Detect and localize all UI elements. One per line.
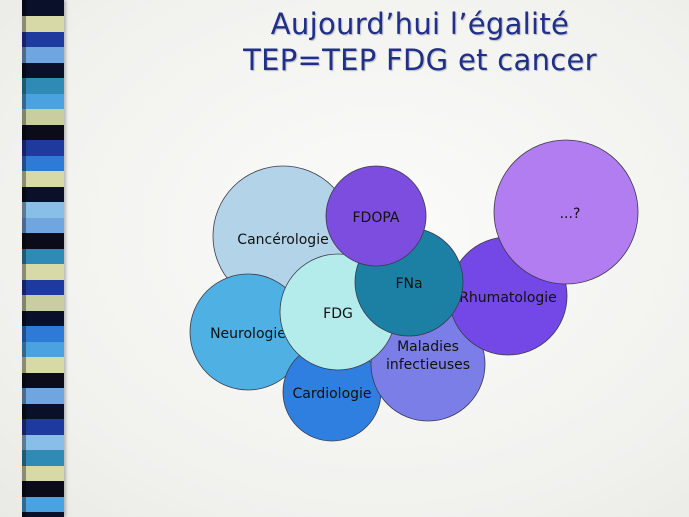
stripe-band xyxy=(22,62,64,78)
stripe-band xyxy=(22,139,64,156)
label-fdopa: FDOPA xyxy=(353,210,400,226)
label-fdg: FDG xyxy=(323,306,353,322)
stripe-band xyxy=(22,341,64,357)
stripe-band xyxy=(22,108,64,125)
bubble-inconnu: ...? xyxy=(493,139,639,285)
title-line-2: TEP=TEP FDG et cancer xyxy=(243,43,597,77)
label-inconnu: ...? xyxy=(560,206,581,222)
label-rhumatologie: Rhumatologie xyxy=(459,290,557,306)
stripe-band xyxy=(22,124,64,140)
bubble-cardiologie: Cardiologie xyxy=(282,342,382,442)
circle-inconnu xyxy=(493,139,639,285)
label-cancerologie: Cancérologie xyxy=(237,232,328,248)
stripe-band xyxy=(22,387,64,404)
label-maladies-infectieuses: Maladies xyxy=(397,339,459,355)
stripe-band xyxy=(22,356,64,373)
label-neurologie: Neurologie xyxy=(210,326,286,342)
stripe-band xyxy=(22,449,64,466)
stripe-band xyxy=(22,418,64,435)
stripe-band xyxy=(22,0,64,16)
slide-title: Aujourd’hui l’égalité TEP=TEP FDG et can… xyxy=(150,6,689,78)
stripe-band xyxy=(22,310,64,326)
stripe-band xyxy=(22,279,64,295)
label-cardiologie: Cardiologie xyxy=(292,386,371,402)
stripe-band xyxy=(22,93,64,109)
stripe-band xyxy=(22,186,64,202)
stripe-band xyxy=(22,465,64,481)
decorative-stripe xyxy=(22,0,64,517)
stripe-band xyxy=(22,31,64,47)
stripe-band xyxy=(22,248,64,264)
bubble-fdopa: FDOPA xyxy=(325,165,427,267)
stripe-band xyxy=(22,15,64,32)
title-line-1: Aujourd’hui l’égalité xyxy=(270,7,570,41)
stripe-band xyxy=(22,170,64,187)
stripe-band xyxy=(22,325,64,342)
stripe-band xyxy=(22,155,64,171)
stripe-band xyxy=(22,232,64,249)
stripe-band xyxy=(22,496,64,512)
label-fna: FNa xyxy=(395,276,422,292)
stripe-band xyxy=(22,263,64,280)
stripe-band xyxy=(22,46,64,63)
stripe-band xyxy=(22,403,64,419)
stripe-band xyxy=(22,201,64,218)
stripe-band xyxy=(22,480,64,497)
bubble-neurologie: Neurologie xyxy=(189,273,307,391)
stripe-band xyxy=(22,294,64,311)
stripe-shadow-edge xyxy=(22,0,26,517)
stripe-band xyxy=(22,77,64,94)
stripe-band xyxy=(22,511,64,517)
stripe-band xyxy=(22,372,64,388)
stripe-band xyxy=(22,217,64,233)
stripe-band xyxy=(22,434,64,450)
circle-fdopa xyxy=(325,165,427,267)
label-maladies-infectieuses: infectieuses xyxy=(386,357,470,373)
